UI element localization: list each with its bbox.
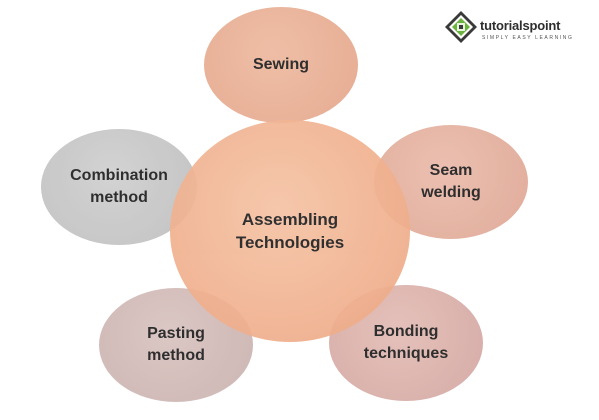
center-label-line1: Assembling	[241, 210, 339, 229]
logo-name: tutorialspoint	[480, 18, 561, 33]
node-pasting-label-line2: method	[147, 347, 205, 364]
node-sewing: Sewing	[203, 6, 359, 124]
node-pasting-label-line1: Pasting	[147, 325, 205, 342]
node-bonding-label-line2: techniques	[363, 345, 449, 362]
tutorialspoint-logo: tutorialspoint SIMPLY EASY LEARNING	[444, 8, 594, 52]
logo-mark-icon	[445, 11, 477, 43]
node-assembling-technologies: Assembling Technologies	[170, 120, 410, 342]
node-seam-label-line1: Seam	[429, 162, 473, 179]
node-seam-label-line2: welding	[421, 184, 481, 201]
node-combination-method: Combination method	[40, 128, 198, 246]
node-combination-label-line2: method	[90, 189, 148, 206]
node-sewing-label: Sewing	[252, 56, 309, 73]
node-combination-label-line1: Combination	[70, 167, 168, 184]
center-label-line2: Technologies	[235, 233, 345, 252]
node-bonding-label-line1: Bonding	[373, 323, 439, 340]
logo-tagline: SIMPLY EASY LEARNING	[482, 35, 574, 41]
